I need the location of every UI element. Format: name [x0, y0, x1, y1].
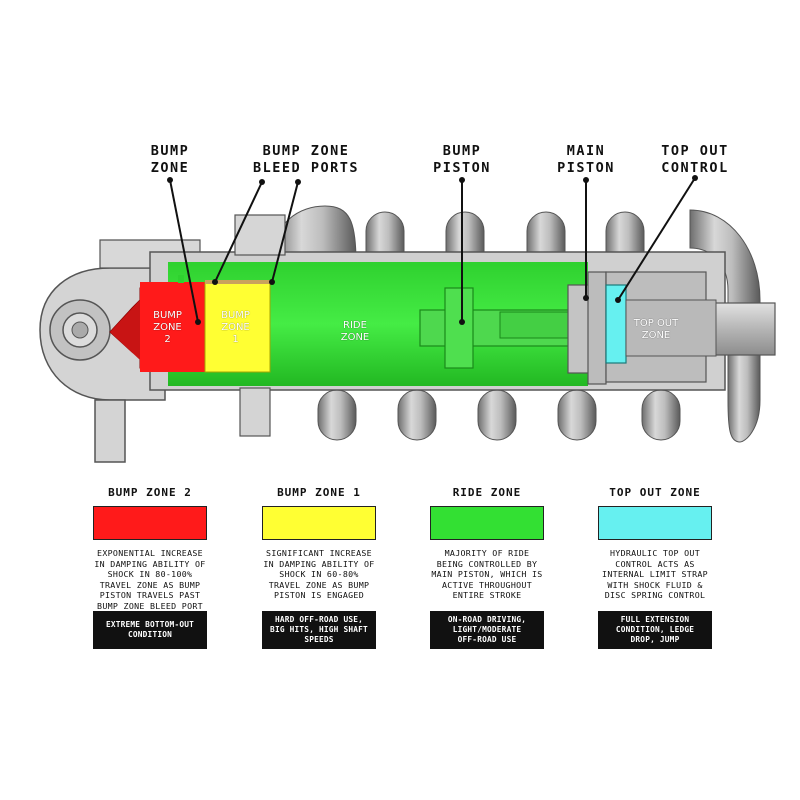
- zone-label-bump-2: BUMP ZONE 2: [140, 310, 195, 346]
- zone-label-ride: RIDE ZONE: [325, 320, 385, 344]
- shock-cutaway-diagram: [0, 0, 800, 470]
- legend-swatch: [598, 506, 712, 540]
- legend-title: RIDE ZONE: [412, 486, 562, 500]
- legend-top-out-zone: TOP OUT ZONE HYDRAULIC TOP OUT CONTROL A…: [580, 486, 730, 601]
- legend-description: EXPONENTIAL INCREASE IN DAMPING ABILITY …: [75, 548, 225, 612]
- callout-bleed-ports: BUMP ZONE BLEED PORTS: [236, 143, 376, 177]
- legend-description: SIGNIFICANT INCREASE IN DAMPING ABILITY …: [244, 548, 394, 601]
- callout-bump-piston: BUMP PISTON: [422, 143, 502, 177]
- legend-usage: HARD OFF-ROAD USE, BIG HITS, HIGH SHAFT …: [262, 611, 376, 649]
- zone-label-top-out: TOP OUT ZONE: [626, 318, 686, 342]
- legend-swatch: [430, 506, 544, 540]
- legend-bump-zone-2: BUMP ZONE 2 EXPONENTIAL INCREASE IN DAMP…: [75, 486, 225, 612]
- legend-description: HYDRAULIC TOP OUT CONTROL ACTS AS INTERN…: [580, 548, 730, 601]
- legend-title: TOP OUT ZONE: [580, 486, 730, 500]
- callout-top-out-control: TOP OUT CONTROL: [645, 143, 745, 177]
- callout-main-piston: MAIN PISTON: [546, 143, 626, 177]
- legend-usage: ON-ROAD DRIVING, LIGHT/MODERATE OFF-ROAD…: [430, 611, 544, 649]
- legend-title: BUMP ZONE 2: [75, 486, 225, 500]
- legend-ride-zone: RIDE ZONE MAJORITY OF RIDE BEING CONTROL…: [412, 486, 562, 601]
- legend-title: BUMP ZONE 1: [244, 486, 394, 500]
- legend-bump-zone-1: BUMP ZONE 1 SIGNIFICANT INCREASE IN DAMP…: [244, 486, 394, 601]
- callout-bump-zone: BUMP ZONE: [135, 143, 205, 177]
- legend-swatch: [93, 506, 207, 540]
- legend-description: MAJORITY OF RIDE BEING CONTROLLED BY MAI…: [412, 548, 562, 601]
- legend-swatch: [262, 506, 376, 540]
- legend-usage: EXTREME BOTTOM-OUT CONDITION: [93, 611, 207, 649]
- legend-usage: FULL EXTENSION CONDITION, LEDGE DROP, JU…: [598, 611, 712, 649]
- zone-label-bump-1: BUMP ZONE 1: [208, 310, 263, 346]
